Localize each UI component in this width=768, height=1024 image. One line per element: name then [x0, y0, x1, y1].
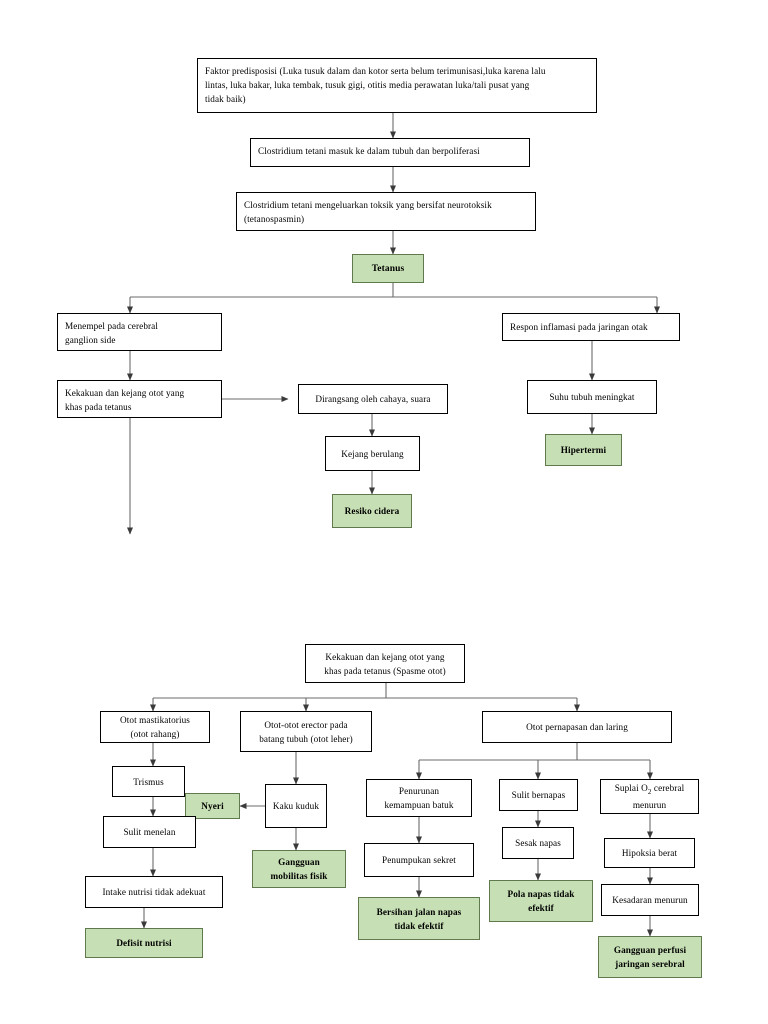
text-line: Otot pernapasan dan laring [526, 722, 628, 732]
box-kejang-berulang: Kejang berulang [325, 436, 420, 471]
box-suhu-tubuh-meningkat: Suhu tubuh meningkat [527, 380, 657, 414]
text-line: jaringan serebral [615, 959, 685, 969]
text-line: Sesak napas [515, 838, 561, 848]
box-penurunan-kemampuan-batuk: Penurunan kemampuan batuk [366, 779, 472, 817]
box-hipertermi: Hipertermi [545, 434, 622, 466]
text-line: Kejang berulang [341, 448, 404, 459]
text-line: Tetanus [371, 263, 405, 274]
text-line: Pola napas tidak [507, 889, 575, 899]
text-line: Penumpukan sekret [382, 855, 456, 865]
text-line: Respon inflamasi pada jaringan otak [510, 322, 648, 332]
box-hipoksia-berat: Hipoksia berat [604, 838, 695, 868]
text-line: menurun [632, 800, 667, 811]
suplai-prefix: Suplai O [614, 782, 648, 793]
text-line: batang tubuh (otot leher) [259, 733, 353, 744]
box-defisit-nutrisi: Defisit nutrisi [85, 928, 203, 958]
box-sulit-bernapas: Sulit bernapas [499, 779, 578, 811]
box-gangguan-mobilitas-fisik: Gangguan mobilitas fisik [252, 850, 346, 888]
text-line: mobilitas fisik [270, 871, 328, 881]
text-line: Kekakuan dan kejang otot yang [325, 651, 445, 662]
text-line: Defisit nutrisi [116, 938, 172, 948]
box-pola-napas-tidak-efektif: Pola napas tidak efektif [489, 880, 593, 922]
text-line: (tetanospasmin) [244, 214, 305, 224]
text-line: Suhu tubuh meningkat [549, 392, 635, 402]
box-kesadaran-menurun: Kesadaran menurun [601, 884, 699, 916]
box-otot-erector: Otot-otot erector pada batang tubuh (oto… [240, 711, 372, 752]
text-line: khas pada tetanus (Spasme otot) [324, 665, 446, 676]
text-line: Dirangsang oleh cahaya, suara [315, 394, 431, 404]
text-line: (otot rahang) [130, 729, 180, 739]
text-line: tidak efektif [394, 920, 444, 931]
text-line: Sulit menelan [123, 827, 176, 837]
text-line: Faktor predisposisi (Luka tusuk dalam da… [205, 66, 546, 76]
box-otot-mastikatorius: Otot mastikatorius (otot rahang) [100, 711, 210, 743]
box-bersihan-jalan-napas: Bersihan jalan napas tidak efektif [358, 897, 480, 940]
box-resiko-cidera: Resiko cidera [332, 494, 412, 528]
box-penumpukan-sekret: Penumpukan sekret [364, 843, 474, 877]
text-line: Trismus [133, 776, 164, 787]
text-line: Hipertermi [560, 445, 607, 455]
box-intake-nutrisi-tidak-adekuat: Intake nutrisi tidak adekuat [85, 876, 223, 908]
text-line: Nyeri [201, 801, 224, 811]
box-toksik-neurotoksik: Clostridium tetani mengeluarkan toksik y… [236, 192, 536, 231]
box-kaku-kuduk: Kaku kuduk [265, 784, 327, 828]
text-line: Penurunan [398, 786, 440, 796]
text-line: kemampuan batuk [384, 800, 454, 810]
box-faktor-predisposisi: Faktor predisposisi (Luka tusuk dalam da… [197, 58, 597, 113]
box-sesak-napas: Sesak napas [502, 827, 574, 859]
text-line: Kaku kuduk [272, 801, 320, 811]
box-sulit-menelan: Sulit menelan [103, 816, 196, 848]
box-spasme-otot: Kekakuan dan kejang otot yang khas pada … [305, 644, 465, 683]
text-line: tidak baik) [205, 94, 246, 104]
text-line: Kesadaran menurun [612, 895, 688, 905]
box-cerebral-ganglion-side: Menempel pada cerebral ganglion side [57, 313, 222, 351]
text-line: Sulit bernapas [511, 790, 566, 800]
text-line: Gangguan [278, 857, 320, 867]
text-line: Hipoksia berat [621, 848, 678, 858]
text-line: efektif [528, 903, 554, 913]
text-line: Menempel pada cerebral [65, 321, 159, 331]
box-clostridium-masuk-tubuh: Clostridium tetani masuk ke dalam tubuh … [250, 138, 530, 167]
text-line: lintas, luka bakar, luka tembak, tusuk g… [205, 80, 530, 90]
text-line: Gangguan perfusi [613, 945, 687, 955]
text-line: Clostridium tetani mengeluarkan toksik y… [244, 200, 492, 210]
box-dirangsang-cahaya-suara: Dirangsang oleh cahaya, suara [298, 384, 448, 414]
box-kekakuan-kejang-otot: Kekakuan dan kejang otot yang khas pada … [57, 380, 222, 418]
text-line: khas pada tetanus [65, 402, 132, 412]
box-trismus: Trismus [112, 766, 185, 797]
text-line: Clostridium tetani masuk ke dalam tubuh … [258, 146, 480, 156]
text-line: Otot mastikatorius [120, 715, 190, 725]
text-line: Kekakuan dan kejang otot yang [65, 388, 185, 398]
box-suplai-o2-cerebral: Suplai O2 cerebral menurun [600, 779, 699, 814]
box-gangguan-perfusi-jaringan-serebral: Gangguan perfusi jaringan serebral [598, 936, 702, 978]
text-line: Suplai O2 cerebral [605, 781, 694, 799]
text-line: ganglion side [65, 335, 116, 345]
text-line: Otot-otot erector pada [264, 719, 348, 730]
box-nyeri: Nyeri [185, 793, 240, 819]
text-line: Intake nutrisi tidak adekuat [102, 887, 206, 897]
text-line: Bersihan jalan napas [376, 906, 462, 917]
text-line: Resiko cidera [344, 506, 400, 516]
suplai-subscript: 2 [647, 787, 652, 796]
box-respon-inflamasi: Respon inflamasi pada jaringan otak [502, 313, 680, 341]
box-otot-pernapasan-laring: Otot pernapasan dan laring [482, 711, 672, 743]
box-tetanus: Tetanus [352, 254, 424, 283]
suplai-suffix: cerebral [651, 782, 685, 793]
